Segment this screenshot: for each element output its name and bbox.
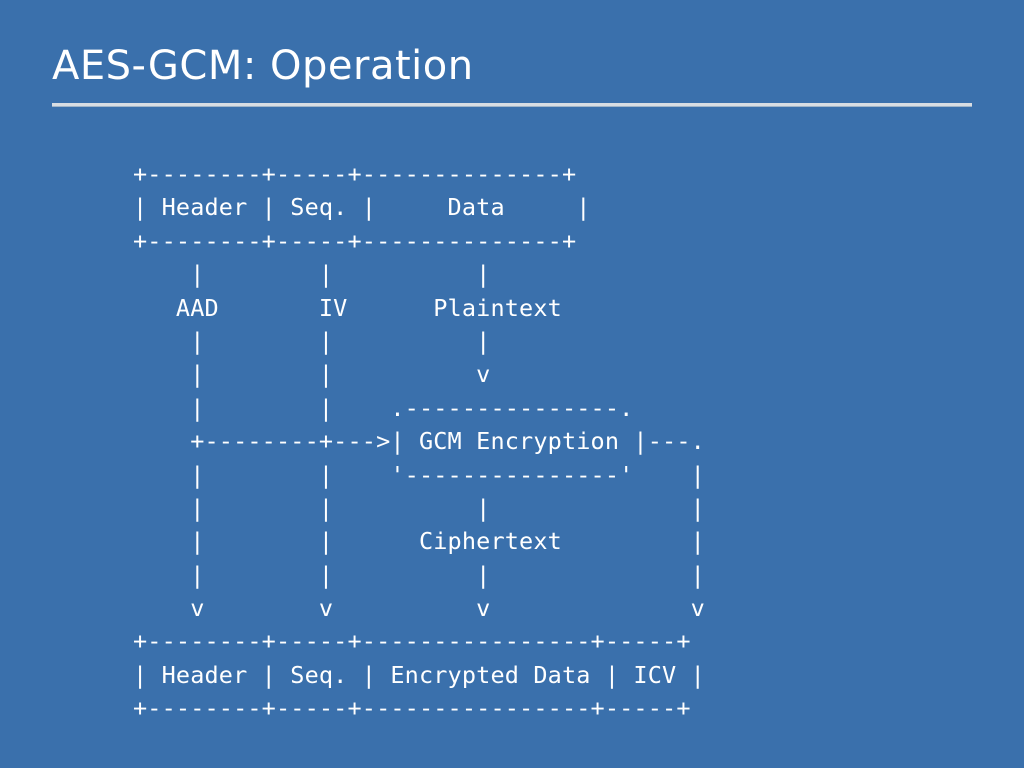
diagram-line-output-top-border: +--------+-----+----------------+-----+ (133, 627, 691, 656)
diagram-line-drop-2: | | | (133, 326, 491, 355)
diagram-line-output-bottom-border: +--------+-----+----------------+-----+ (133, 694, 691, 723)
diagram-line-box-top: | | .---------------. (133, 393, 634, 422)
diagram-line-input-fields: | Header | Seq. | Data | (133, 193, 591, 222)
diagram-line-derived-labels: AAD IV Plaintext (133, 293, 562, 322)
diagram-line-box-body: +--------+--->| GCM Encryption |---. (133, 427, 705, 456)
diagram-line-ciphertext-label: | | Ciphertext | (133, 527, 705, 556)
page-title: AES-GCM: Operation (52, 43, 474, 89)
diagram-line-drop-1: | | | (133, 260, 491, 289)
title-block: AES-GCM: Operation (52, 40, 972, 110)
diagram-line-arrowheads: v v v v (133, 594, 705, 623)
title-divider (52, 103, 972, 106)
diagram-line-box-bottom: | | '---------------' | (133, 460, 705, 489)
ascii-art-diagram: +--------+-----+--------------+ | Header … (133, 158, 705, 726)
diagram-line-drop-4: | | | | (133, 560, 705, 589)
diagram-line-output-fields: | Header | Seq. | Encrypted Data | ICV | (133, 660, 705, 689)
diagram-line-input-bottom-border: +--------+-----+--------------+ (133, 226, 577, 255)
diagram-line-drop-3: | | | | (133, 493, 705, 522)
diagram-line-input-top-border: +--------+-----+--------------+ (133, 160, 577, 188)
diagram-line-plaintext-arrow: | | v (133, 360, 491, 389)
